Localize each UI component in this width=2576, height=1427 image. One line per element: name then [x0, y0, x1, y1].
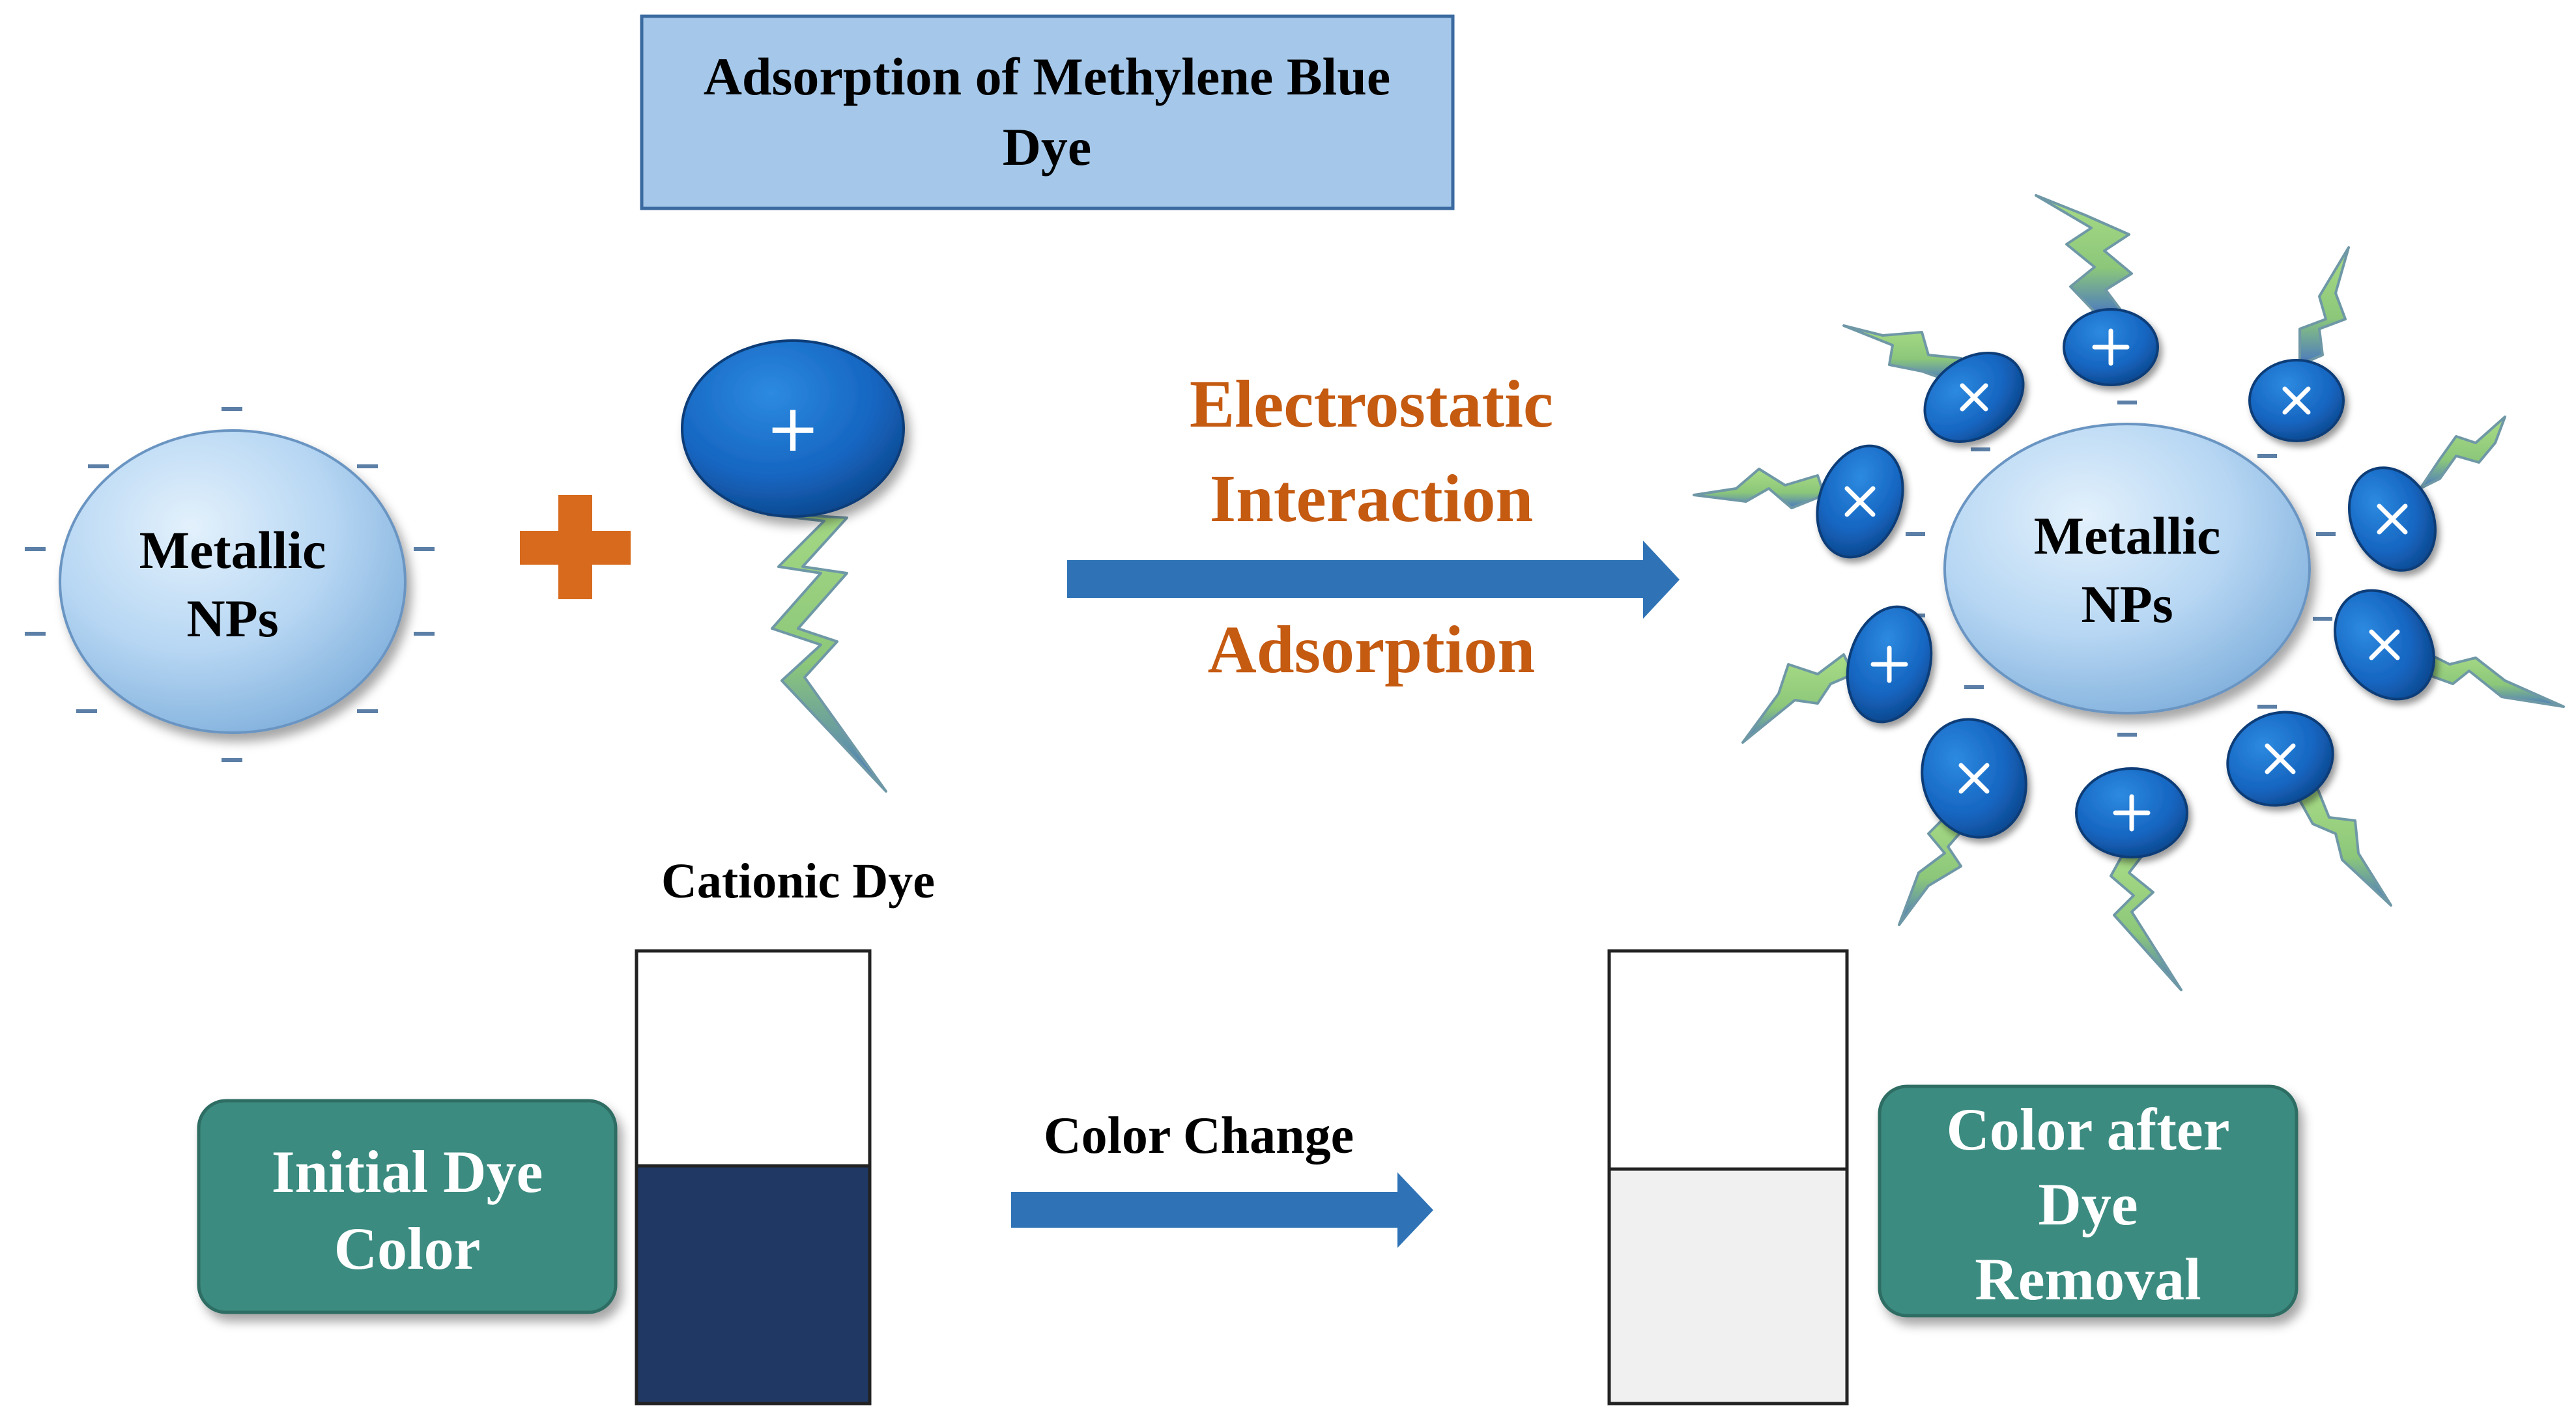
metallic-np-sphere-left — [59, 429, 407, 734]
metallic-np-sphere-right — [1943, 423, 2311, 714]
initial-dye-beaker — [635, 949, 872, 1406]
negative-charges-left — [25, 407, 435, 762]
title-line-2: Dye — [1003, 117, 1092, 177]
after-box-line-1: Color after — [1946, 1096, 2229, 1163]
title-box — [640, 14, 1455, 210]
plus-sign — [520, 495, 631, 599]
reaction-arrow — [1067, 541, 1680, 619]
right-np-label-1: Metallic — [2034, 506, 2221, 565]
initial-dye-color-box — [197, 1099, 618, 1314]
initial-box-line-1: Initial Dye — [272, 1138, 543, 1205]
left-np-label-2: NPs — [186, 589, 278, 648]
color-change-label: Color Change — [1044, 1107, 1354, 1165]
cleared-dye-solution — [1607, 1167, 1849, 1406]
right-np-label-2: NPs — [2081, 574, 2173, 634]
dark-dye-solution — [635, 1164, 872, 1406]
reaction-label-interaction: Interaction — [1210, 461, 1534, 536]
dye-tail — [766, 471, 887, 793]
adsorbed-dye-tails — [1693, 194, 2565, 991]
dye-charge-plus: + — [766, 390, 820, 466]
adsorbed-dye-charges — [1844, 328, 2408, 832]
after-box-line-3: Removal — [1975, 1246, 2201, 1312]
cationic-dye-molecule: + — [681, 339, 905, 793]
title-line-1: Adsorption of Methylene Blue — [704, 47, 1391, 106]
color-change-arrow — [1011, 1172, 1433, 1248]
left-np-label-1: Metallic — [139, 520, 326, 580]
reaction-label-electrostatic: Electrostatic — [1190, 367, 1553, 442]
reaction-label-adsorption: Adsorption — [1208, 612, 1536, 687]
color-after-removal-box — [1878, 1084, 2298, 1318]
after-box-line-2: Dye — [2038, 1171, 2138, 1237]
treated-dye-beaker — [1607, 949, 1849, 1406]
dye-head — [681, 339, 905, 518]
initial-box-line-2: Color — [334, 1215, 481, 1282]
cationic-dye-label: Cationic Dye — [661, 854, 935, 909]
left-nanoparticle: Metallic NPs — [25, 407, 435, 762]
